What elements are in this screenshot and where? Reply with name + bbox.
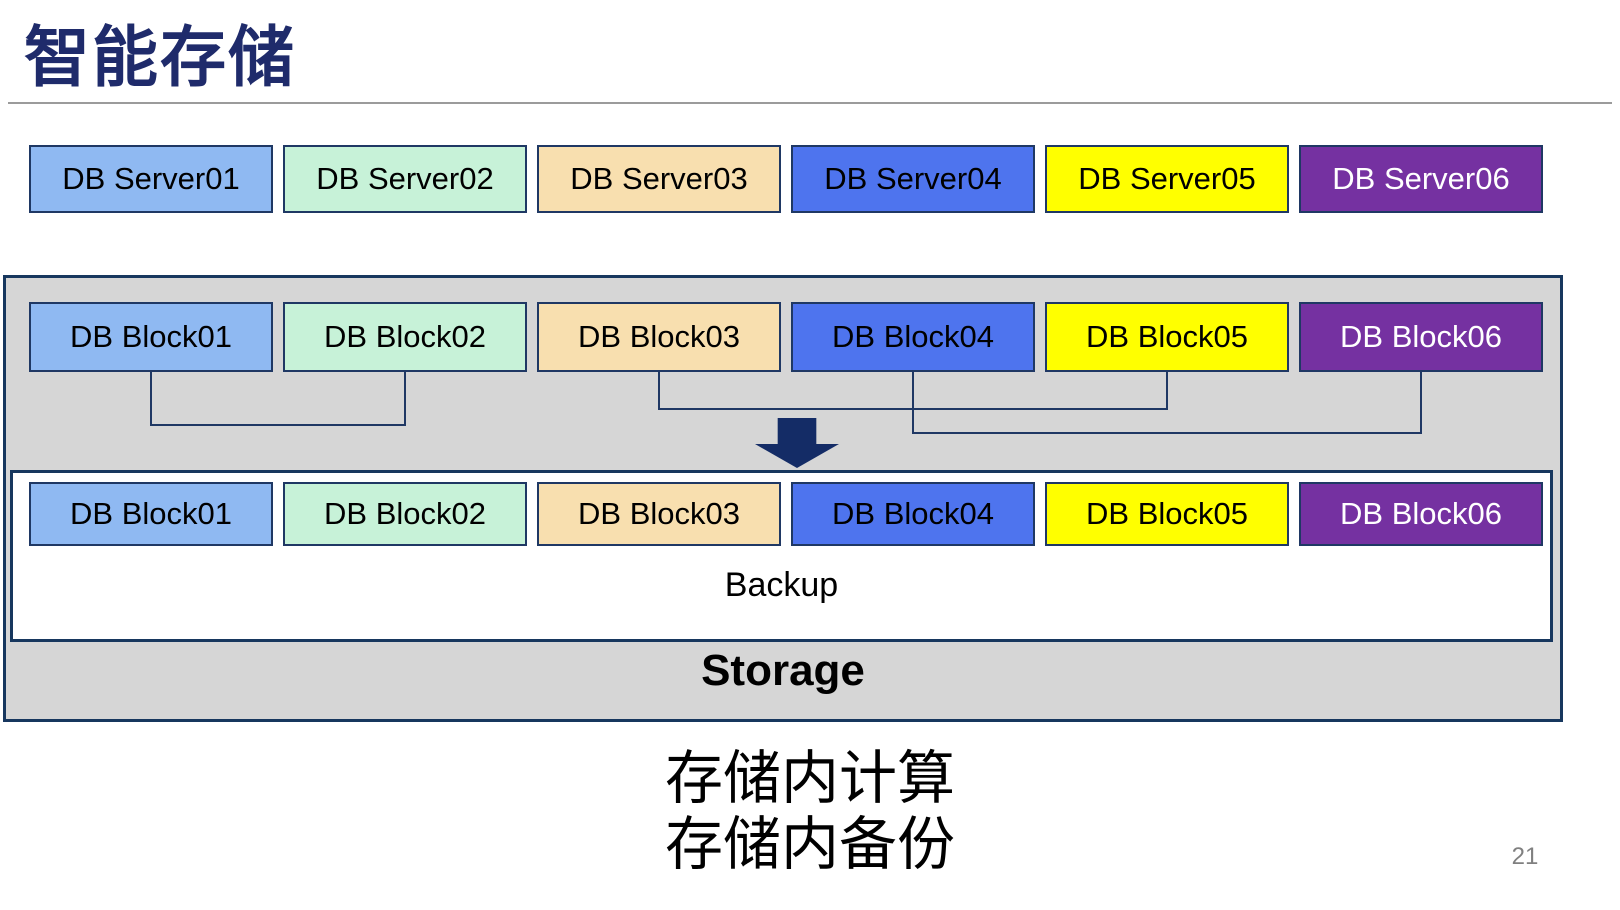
title-divider — [8, 102, 1612, 104]
db-server-06-box: DB Server06 — [1299, 145, 1543, 213]
db-server-02-box: DB Server02 — [283, 145, 527, 213]
connector-bracket-01-02 — [150, 424, 406, 426]
connector-block01-drop — [150, 372, 152, 426]
captions: 存储内计算 存储内备份 — [0, 746, 1620, 878]
db-block-top-01-box: DB Block01 — [29, 302, 273, 372]
caption-line1: 存储内计算 — [664, 746, 955, 811]
page-number: 21 — [1511, 843, 1539, 870]
db-block-bottom-04-box: DB Block04 — [791, 482, 1035, 546]
page-title: 智能存储 — [24, 20, 296, 94]
caption-line2: 存储内备份 — [664, 812, 955, 877]
storage-label: Storage — [701, 646, 865, 695]
db-server-03-box: DB Server03 — [537, 145, 781, 213]
db-block-bottom-01-box: DB Block01 — [29, 482, 273, 546]
db-block-bottom-06-box: DB Block06 — [1299, 482, 1543, 546]
connector-block05-drop — [1166, 372, 1168, 410]
db-block-bottom-02-box: DB Block02 — [283, 482, 527, 546]
db-server-01-box: DB Server01 — [29, 145, 273, 213]
db-block-top-06-box: DB Block06 — [1299, 302, 1543, 372]
connector-block02-drop — [404, 372, 406, 426]
connector-block06-drop — [1420, 372, 1422, 434]
db-block-top-05-box: DB Block05 — [1045, 302, 1289, 372]
backup-label: Backup — [724, 566, 839, 604]
db-block-bottom-03-box: DB Block03 — [537, 482, 781, 546]
db-block-top-03-box: DB Block03 — [537, 302, 781, 372]
connector-bracket-04-06 — [912, 432, 1422, 434]
db-block-top-04-box: DB Block04 — [791, 302, 1035, 372]
connector-block03-drop — [658, 372, 660, 410]
db-block-bottom-05-box: DB Block05 — [1045, 482, 1289, 546]
connector-block04-drop — [912, 372, 914, 434]
db-block-top-02-box: DB Block02 — [283, 302, 527, 372]
db-server-05-box: DB Server05 — [1045, 145, 1289, 213]
db-server-04-box: DB Server04 — [791, 145, 1035, 213]
